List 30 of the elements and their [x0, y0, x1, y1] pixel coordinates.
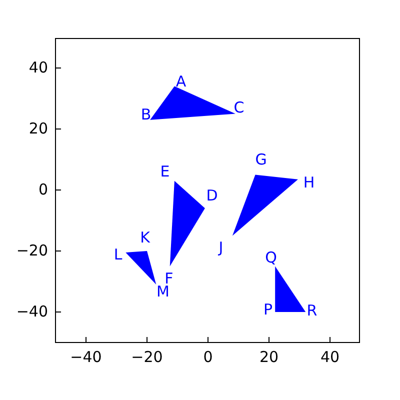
tick-label: −40	[16, 304, 48, 320]
vertex-label: C	[234, 100, 244, 116]
triangle	[170, 180, 205, 266]
triangle	[232, 174, 298, 236]
tick-label: 40	[320, 350, 340, 365]
vertex-label: R	[306, 304, 318, 318]
tick-label: 0	[203, 350, 213, 365]
tick-label: −20	[131, 350, 163, 365]
vertex-label: H	[303, 176, 315, 190]
tick-label: 20	[259, 350, 279, 365]
vertex-label: A	[176, 74, 186, 90]
triangle	[126, 251, 156, 285]
vertex-label: E	[160, 164, 170, 180]
tick-label: 40	[28, 60, 48, 76]
tick-label: −20	[16, 244, 48, 258]
vertex-label: P	[263, 302, 273, 318]
vertex-label: J	[218, 240, 224, 256]
vertex-label: G	[255, 152, 267, 168]
vertex-label: K	[140, 230, 150, 246]
tick-label: 20	[28, 122, 48, 136]
tick-label: −40	[70, 350, 102, 365]
vertex-label: Q	[265, 250, 277, 266]
vertex-label: D	[206, 188, 218, 204]
vertex-label: M	[156, 284, 170, 300]
triangle	[150, 86, 236, 120]
vertex-label: F	[164, 272, 174, 286]
vertex-label: B	[140, 108, 152, 122]
triangle	[275, 266, 306, 312]
vertex-label: L	[114, 248, 122, 262]
tick-label: 0	[38, 182, 48, 198]
